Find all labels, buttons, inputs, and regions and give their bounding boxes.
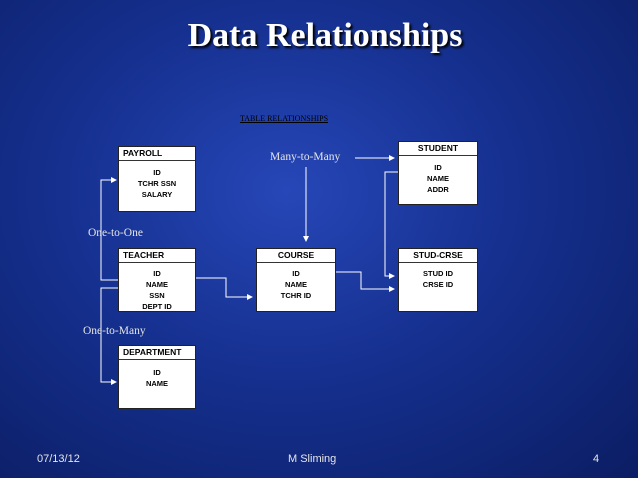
course-studcrse-connector <box>335 271 395 292</box>
entity-department[interactable]: DEPARTMENT ID NAME <box>118 345 196 409</box>
entity-department-name: DEPARTMENT <box>119 346 195 360</box>
teacher-field: DEPT ID <box>142 302 172 311</box>
many-to-many-label: Many-to-Many <box>270 151 341 163</box>
diagram-subtitle: TABLE RELATIONSHIPS <box>240 114 329 123</box>
footer-date: 07/13/12 <box>37 453 80 465</box>
one-to-one-label: One-to-One <box>88 227 143 239</box>
entity-payroll[interactable]: PAYROLL ID TCHR SSN SALARY <box>118 146 196 212</box>
slide-title: Data Relationships <box>187 17 463 54</box>
student-field: ID <box>434 163 442 172</box>
course-field: TCHR ID <box>280 291 312 300</box>
one-to-many-label: One-to-Many <box>83 325 146 337</box>
footer-page-number: 4 <box>593 453 600 465</box>
entity-course-name: COURSE <box>257 249 335 263</box>
teacher-course-connector <box>196 277 253 300</box>
entity-teacher-name: TEACHER <box>119 249 195 263</box>
entity-student-name: STUDENT <box>399 142 477 156</box>
payroll-field: SALARY <box>141 190 173 199</box>
department-field: ID <box>153 368 161 377</box>
course-field: NAME <box>284 280 308 289</box>
stud-crse-field: CRSE ID <box>422 280 454 289</box>
footer-author: M Sliming <box>288 453 337 465</box>
entity-stud-crse-name: STUD-CRSE <box>399 249 477 263</box>
one-to-one-connector <box>100 177 118 281</box>
entity-course[interactable]: COURSE ID NAME TCHR ID <box>256 248 336 312</box>
entity-student[interactable]: STUDENT ID NAME ADDR <box>398 141 478 205</box>
department-field: NAME <box>145 379 169 388</box>
entity-teacher[interactable]: TEACHER ID NAME SSN DEPT ID <box>118 248 196 312</box>
teacher-field: NAME <box>145 280 169 289</box>
course-field: ID <box>292 269 300 278</box>
student-field: NAME <box>426 174 450 183</box>
payroll-field: ID <box>153 168 161 177</box>
payroll-field: TCHR SSN <box>137 179 177 188</box>
student-studcrse-connector <box>384 171 398 279</box>
student-field: ADDR <box>427 185 449 194</box>
stud-crse-field: STUD ID <box>423 269 453 278</box>
entity-payroll-name: PAYROLL <box>119 147 195 161</box>
teacher-field: ID <box>153 269 161 278</box>
one-to-many-connector <box>100 287 118 385</box>
teacher-field: SSN <box>149 291 165 300</box>
entity-stud-crse[interactable]: STUD-CRSE STUD ID CRSE ID <box>398 248 478 312</box>
